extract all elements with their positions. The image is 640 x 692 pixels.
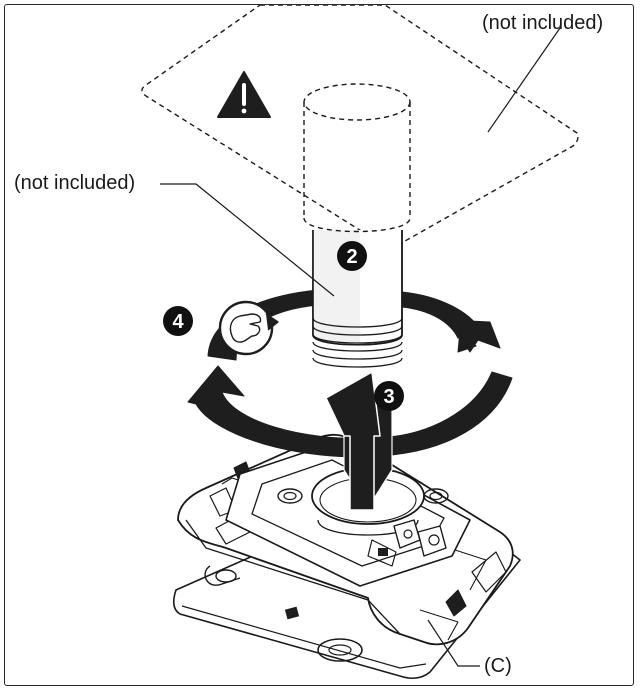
callout-part-c: (C): [484, 655, 512, 677]
base-hole-right: [317, 638, 363, 662]
step-badge-3: 3: [374, 381, 404, 411]
fitting-2: [417, 525, 447, 557]
diagram-frame: [4, 4, 634, 686]
warning-triangle-icon: [217, 71, 271, 118]
step-2-number: 2: [346, 246, 357, 268]
hand-rotate-icon: [229, 313, 262, 343]
callout-not-included-plate: (not included): [482, 12, 604, 34]
leader-top: [487, 27, 561, 133]
leader-left: [160, 183, 335, 297]
tube-threads: [312, 317, 403, 368]
step-3-number: 3: [383, 386, 394, 408]
base-slot-left: [204, 565, 241, 586]
rotation-arrowhead-right: [447, 319, 501, 353]
step-badge-4: 4: [163, 306, 193, 336]
base-hole-left: [215, 569, 237, 583]
step-4-number: 4: [172, 311, 184, 333]
dashed-plate: [141, 5, 579, 248]
callout-not-included-tube: (not included): [14, 172, 136, 194]
tube-top-dashed: [303, 83, 411, 121]
rotation-arrow-front: [187, 365, 513, 458]
leader-c: [427, 619, 480, 667]
mount-hole-left: [277, 488, 303, 504]
step-badge-2: 2: [337, 241, 367, 271]
